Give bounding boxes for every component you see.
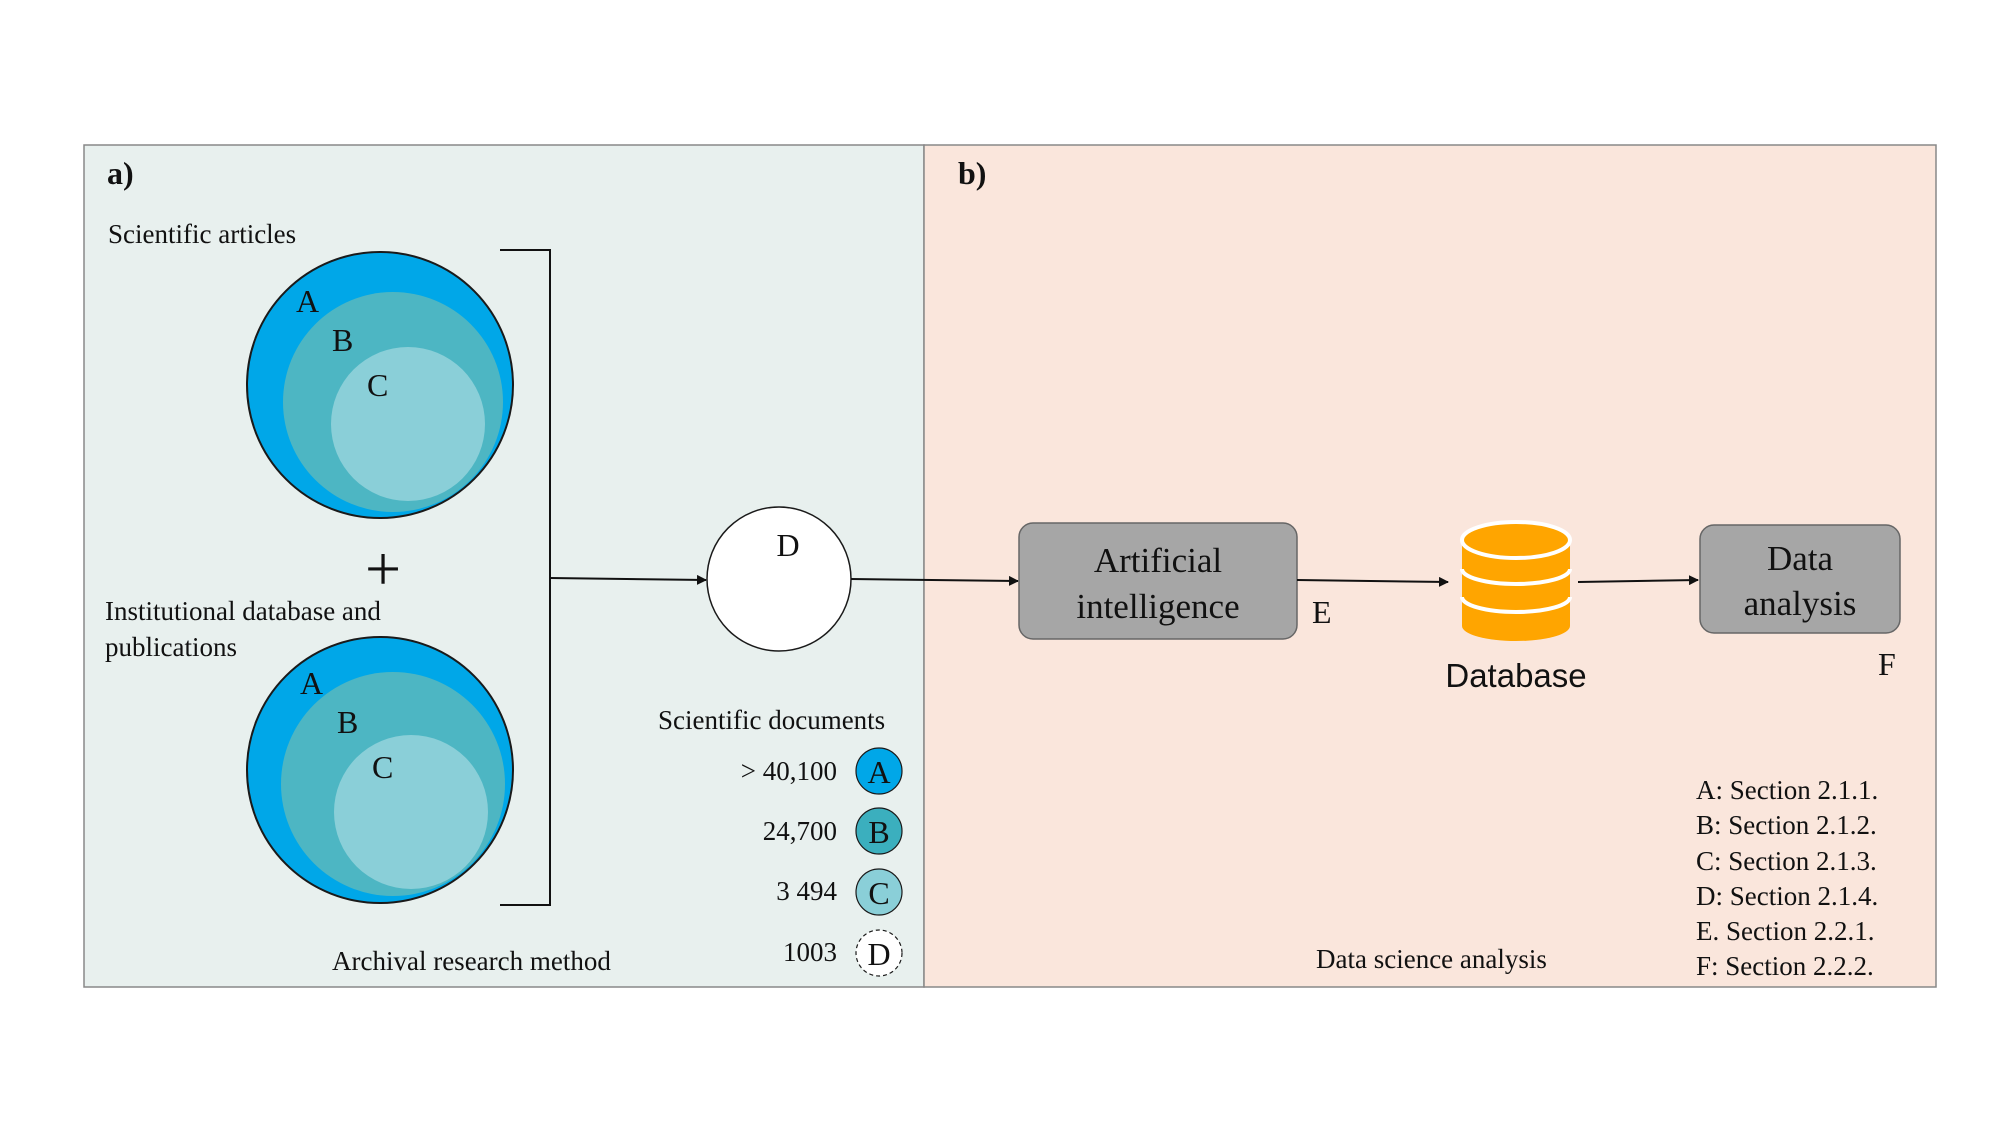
group2-title-line2: publications	[105, 632, 237, 662]
panel-b-caption: Data science analysis	[1316, 944, 1547, 974]
arrow-d-to-ai	[850, 575, 1019, 586]
legend-letter-a: A	[867, 754, 890, 790]
legend-swatch-c	[855, 868, 903, 916]
arrow-ai-to-database	[1296, 576, 1449, 587]
arrow-bracket-to-d	[549, 574, 707, 585]
legend-value-a: > 40,100	[741, 756, 837, 786]
legend-value-c: 3 494	[776, 876, 837, 906]
circle-c-bottom-label: C	[372, 749, 393, 785]
circle-b-bottom-label: B	[337, 704, 358, 740]
ai-box-line2: intelligence	[1076, 587, 1239, 626]
group2-title-line1: Institutional database and	[105, 596, 381, 626]
ai-box-line1: Artificial	[1094, 541, 1223, 580]
panel-a-label: a)	[107, 155, 134, 191]
section-ref-a: A: Section 2.1.1.	[1696, 775, 1878, 805]
analysis-tag: F	[1878, 646, 1896, 682]
circle-c-top	[331, 347, 485, 501]
legend-letter-b: B	[868, 814, 889, 850]
section-ref-e: E. Section 2.2.1.	[1696, 916, 1874, 946]
legend-swatch-a	[855, 747, 903, 795]
circle-b-top-label: B	[332, 322, 353, 358]
section-reference-list: A: Section 2.1.1. B: Section 2.1.2. C: S…	[1696, 775, 1878, 981]
section-ref-d: D: Section 2.1.4.	[1696, 881, 1878, 911]
plus-sign: +	[365, 533, 401, 604]
panel-b-label: b)	[958, 155, 986, 191]
circle-c-bottom	[334, 735, 488, 889]
circle-a-top-label: A	[296, 283, 319, 319]
database-icon	[1460, 520, 1572, 641]
circle-a-bottom-label: A	[300, 665, 323, 701]
legend-letter-c: C	[868, 875, 889, 911]
section-ref-f: F: Section 2.2.2.	[1696, 951, 1874, 981]
arrow-database-to-analysis	[1577, 575, 1699, 586]
database-label: Database	[1445, 657, 1586, 694]
section-ref-c: C: Section 2.1.3.	[1696, 846, 1877, 876]
merge-bracket	[500, 249, 551, 906]
circle-c-top-label: C	[367, 367, 388, 403]
legend-swatch-d	[855, 929, 903, 977]
nested-circles-bottom: A B C	[246, 636, 514, 904]
group1-title: Scientific articles	[108, 219, 296, 249]
legend-swatch-b	[855, 807, 903, 855]
legend-letter-d: D	[867, 936, 890, 972]
panel-a-caption: Archival research method	[332, 946, 611, 976]
analysis-box-line2: analysis	[1744, 584, 1857, 623]
legend-value-b: 24,700	[763, 816, 837, 846]
section-ref-b: B: Section 2.1.2.	[1696, 810, 1877, 840]
ai-tag: E	[1312, 594, 1332, 630]
analysis-box-line1: Data	[1767, 539, 1834, 578]
analysis-box	[1699, 524, 1901, 634]
nested-circles-top: A B C	[246, 251, 514, 519]
result-circle-d-label: D	[776, 527, 799, 563]
legend-value-d: 1003	[783, 937, 837, 967]
legend-title: Scientific documents	[658, 705, 885, 735]
